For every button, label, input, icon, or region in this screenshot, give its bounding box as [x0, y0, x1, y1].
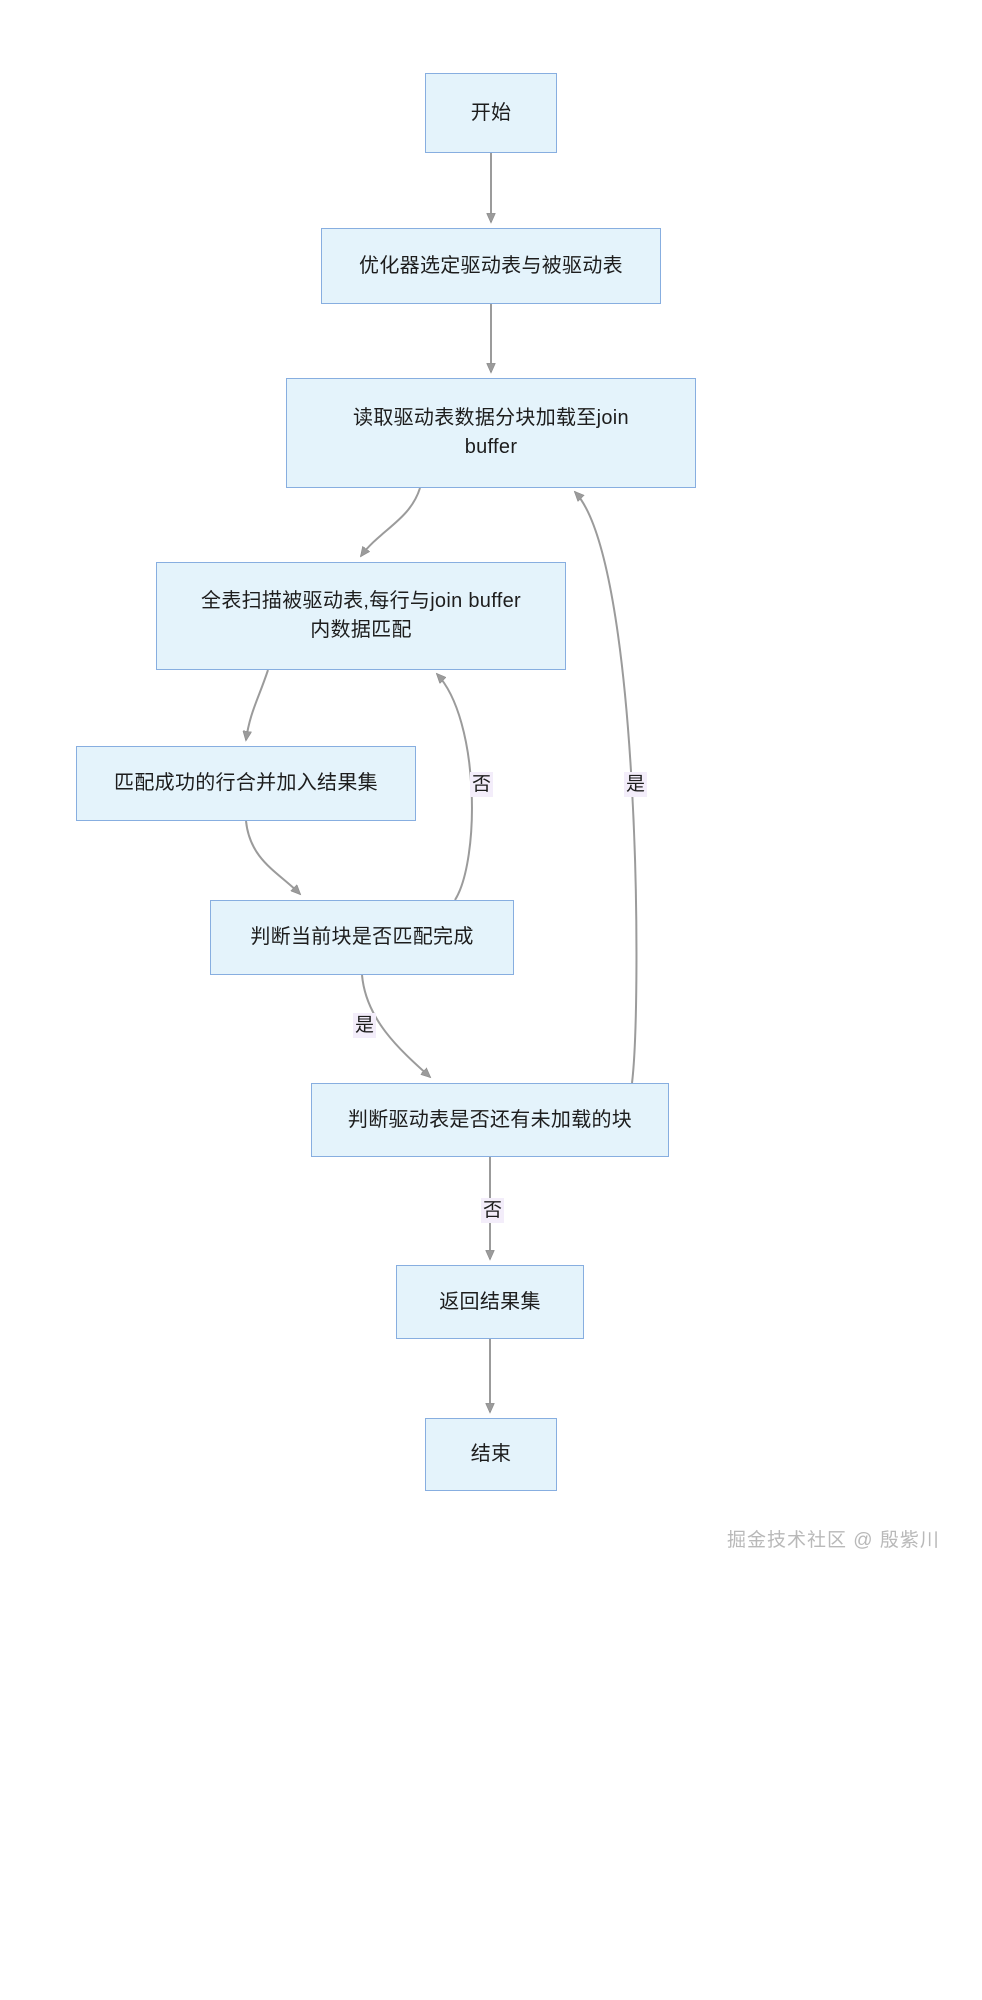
flow-edge-e3	[361, 487, 421, 556]
flow-edge-e4	[246, 669, 269, 740]
flow-node-result[interactable]: 返回结果集	[396, 1265, 584, 1339]
flow-node-end[interactable]: 结束	[425, 1418, 557, 1491]
edge-label-l-no-chunk: 否	[470, 772, 494, 797]
flow-node-label: 匹配成功的行合并加入结果集	[114, 772, 378, 794]
flow-node-scan[interactable]: 全表扫描被驱动表,每行与join buffer 内数据匹配	[156, 562, 566, 670]
flow-node-label: 判断驱动表是否还有未加载的块	[347, 1108, 633, 1131]
flow-node-optimizer[interactable]: 优化器选定驱动表与被驱动表	[321, 228, 661, 304]
flow-node-label: 返回结果集	[439, 1290, 541, 1313]
flow-node-label: 结束	[470, 1443, 512, 1465]
flow-node-label: 判断当前块是否匹配完成	[250, 926, 474, 948]
flow-node-label: 优化器选定驱动表与被驱动表	[359, 254, 623, 277]
edge-label-l-yes-block: 是	[624, 772, 648, 797]
flow-node-label: 读取驱动表数据分块加载至join buffer	[353, 407, 629, 458]
flow-node-start[interactable]: 开始	[425, 73, 557, 153]
flow-node-chunkdone[interactable]: 判断当前块是否匹配完成	[210, 900, 514, 975]
flow-node-merge[interactable]: 匹配成功的行合并加入结果集	[76, 746, 416, 821]
flow-node-loadchunk[interactable]: 读取驱动表数据分块加载至join buffer	[286, 378, 696, 488]
flow-node-label: 开始	[470, 101, 512, 124]
flow-node-label: 全表扫描被驱动表,每行与join buffer 内数据匹配	[201, 590, 521, 641]
edge-label-l-yes-done: 是	[353, 1013, 377, 1038]
flow-node-moreblocks[interactable]: 判断驱动表是否还有未加载的块	[311, 1083, 669, 1157]
flow-edge-e6	[437, 674, 473, 901]
watermark: 掘金技术社区 @ 殷紫川	[727, 1530, 940, 1551]
flow-edge-e5	[245, 820, 300, 894]
edge-label-l-no-more: 否	[481, 1198, 505, 1223]
